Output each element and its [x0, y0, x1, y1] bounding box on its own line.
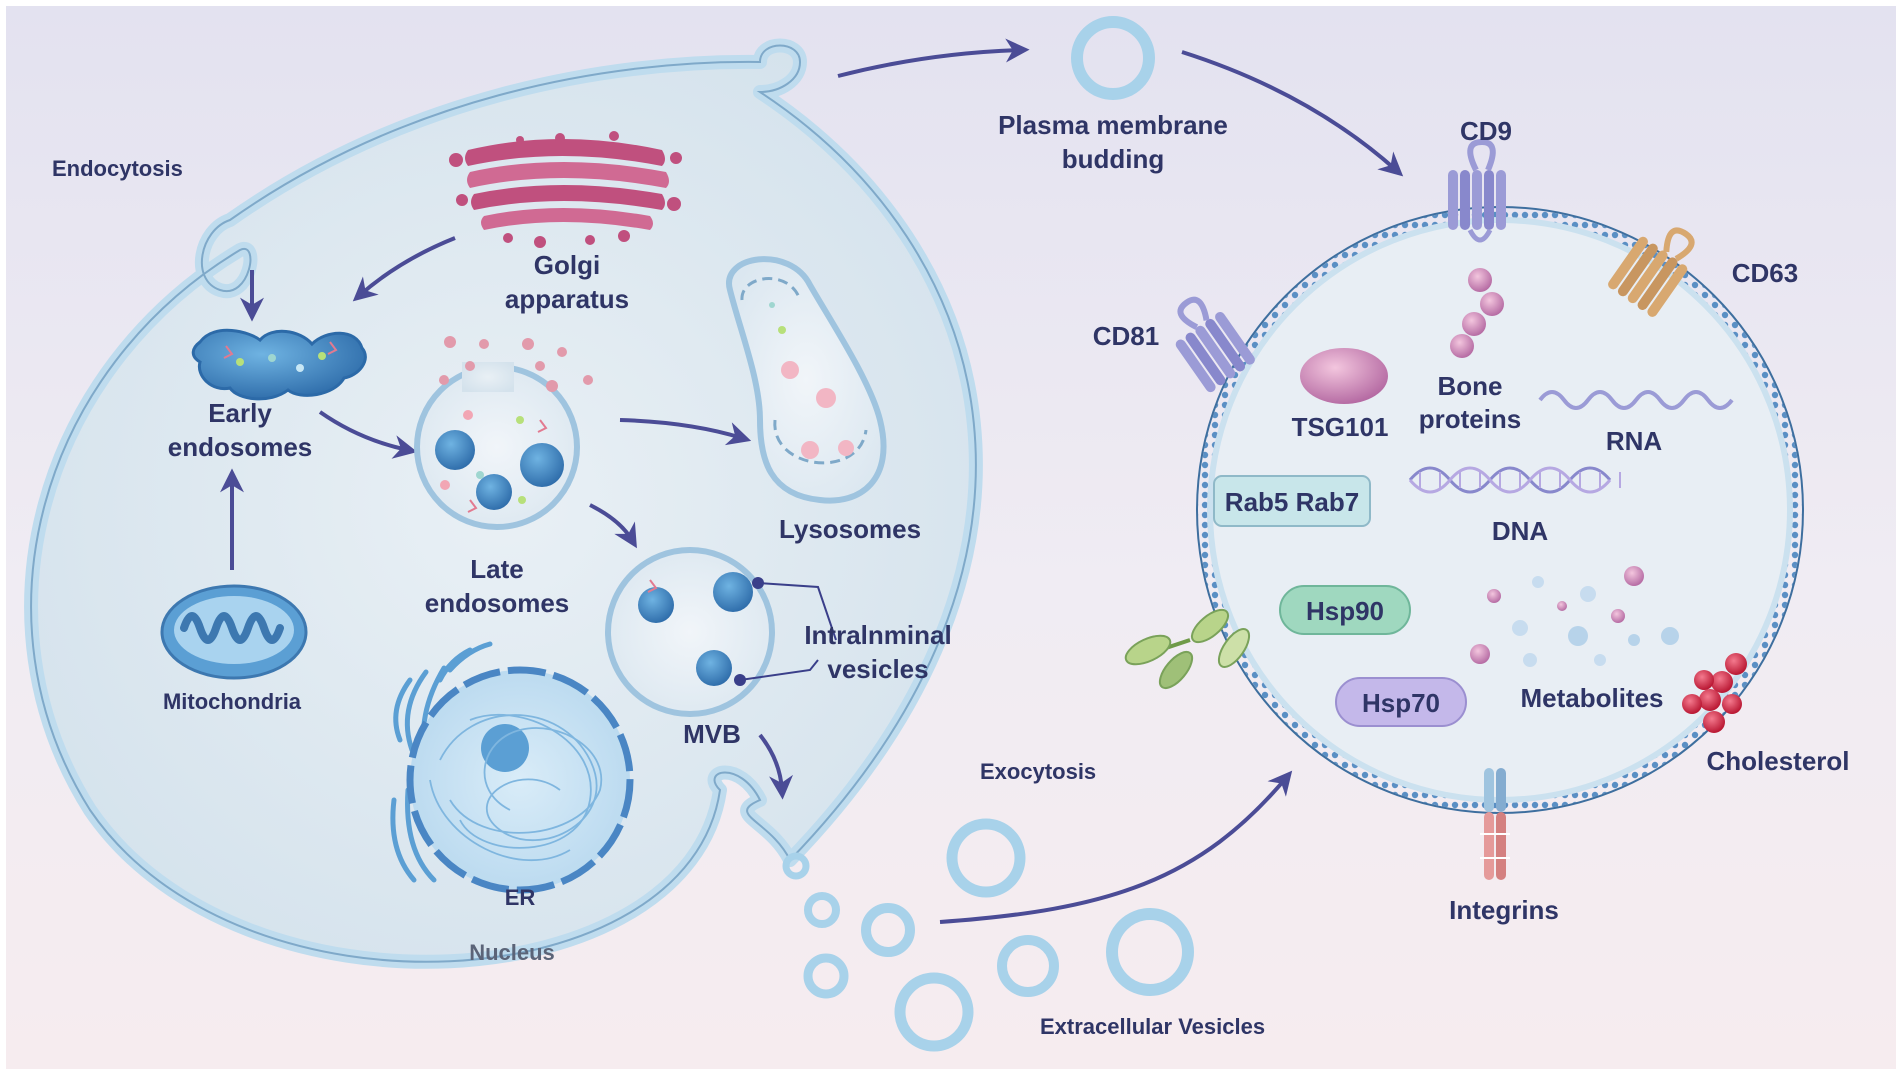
nucleus [406, 666, 634, 894]
golgi-label-line1: Golgi [534, 250, 600, 280]
bone-proteins-label-line1: Bone [1438, 371, 1503, 401]
tsg101-label: TSG101 [1292, 412, 1389, 442]
late-to-lysosome-arrow [619, 418, 752, 446]
hsp70-label: Hsp70 [1362, 688, 1440, 718]
surface-glycoproteins [1124, 608, 1251, 690]
early-endosome [191, 328, 367, 401]
bone-proteins [1450, 268, 1504, 358]
mvb-to-exocytosis-arrow [758, 733, 794, 800]
early-to-late-arrow [318, 410, 418, 459]
metabolites-label: Metabolites [1520, 683, 1663, 713]
mvb [605, 547, 775, 717]
bone-proteins-label-line2: proteins [1419, 404, 1522, 434]
cargo-dots [439, 336, 593, 392]
integrins-protein [1480, 768, 1510, 880]
ilv-label-line1: Intralnminal [804, 620, 951, 650]
cd81-protein [1175, 296, 1255, 393]
cholesterol-label: Cholesterol [1706, 746, 1849, 776]
early-endosomes-label-line1: Early [208, 398, 272, 428]
extracellular-vesicles [782, 818, 1194, 1052]
rab-box [1213, 475, 1371, 527]
early-endosomes-label-line2: endosomes [168, 432, 313, 462]
cd63-label: CD63 [1732, 258, 1798, 288]
cholesterol-cluster [1682, 653, 1747, 733]
lysosome [726, 256, 887, 504]
budding-label-line1: Plasma membrane [998, 110, 1228, 140]
ilv-pointer-2 [739, 659, 819, 681]
hsp70-pill [1335, 677, 1467, 727]
to-budding-arrow [837, 38, 1030, 78]
extracellular-vesicles-label: Extracellular Vesicles [1040, 1014, 1265, 1039]
budding-vesicle [1071, 16, 1155, 100]
dna-helix [1408, 466, 1621, 494]
late-to-mvb-arrow [589, 503, 637, 549]
lysosomes-label: Lysosomes [779, 514, 921, 544]
hsp90-pill [1279, 585, 1411, 635]
dna-label: DNA [1492, 516, 1549, 546]
late-endosomes-label-line1: Late [470, 554, 523, 584]
ilv-label-line2: vesicles [827, 654, 928, 684]
nucleus-label: Nucleus [469, 940, 555, 965]
cd9-label: CD9 [1460, 116, 1512, 146]
tsg101-protein [1300, 348, 1388, 404]
endocytosis-label: Endocytosis [52, 156, 183, 181]
rna-strand [1538, 390, 1734, 410]
cd9-protein [1448, 138, 1506, 243]
rab-label: Rab5 Rab7 [1225, 487, 1359, 517]
mvb-label: MVB [683, 719, 741, 749]
mitochondria [160, 584, 308, 680]
golgi-apparatus [449, 131, 682, 248]
late-endosomes-label-line2: endosomes [425, 588, 570, 618]
integrins-label: Integrins [1449, 895, 1559, 925]
mitochondria-label: Mitochondria [163, 689, 302, 714]
exocytosis-label: Exocytosis [980, 759, 1096, 784]
metabolites [1470, 566, 1679, 667]
budding-to-exosome-arrow [1181, 50, 1404, 177]
hsp90-label: Hsp90 [1306, 596, 1384, 626]
golgi-label-line2: apparatus [505, 284, 629, 314]
ilv-pointer-1 [757, 582, 837, 641]
cd63-protein [1608, 227, 1695, 317]
budding-label-line2: budding [1062, 144, 1165, 174]
ev-to-exosome-arrow [939, 770, 1293, 924]
golgi-to-early-arrow [352, 236, 456, 302]
cd81-label: CD81 [1093, 321, 1159, 351]
er-label: ER [505, 885, 536, 910]
rna-label: RNA [1606, 426, 1663, 456]
cell-membrane-outline [30, 44, 977, 963]
